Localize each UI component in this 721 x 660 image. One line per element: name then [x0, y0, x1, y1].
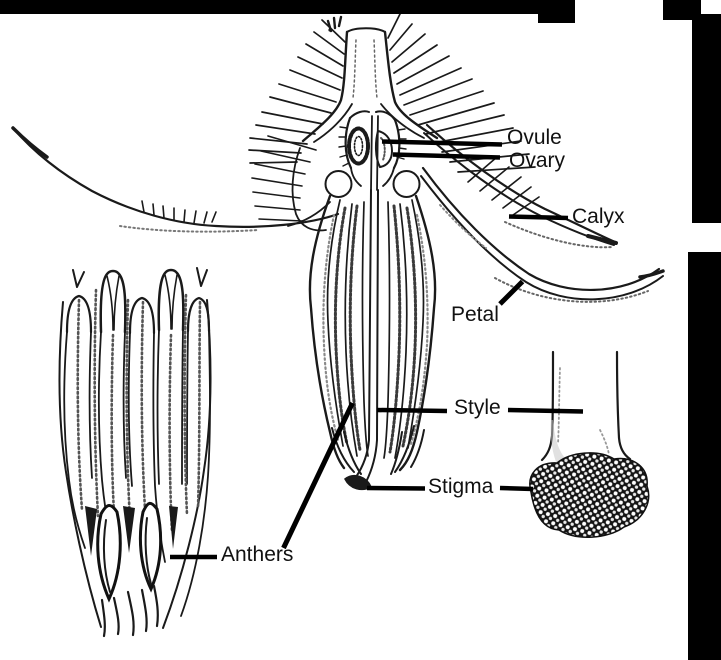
ovule-drawing — [347, 126, 370, 166]
flower-longitudinal-section-drawing — [248, 13, 536, 491]
scan-border-right-upper — [692, 14, 721, 223]
scan-border-right-lower — [688, 252, 721, 660]
calyx-label: Calyx — [572, 205, 625, 228]
anthers-label: Anthers — [221, 543, 294, 566]
petal-leader-line — [498, 279, 525, 306]
stigma-label: Stigma — [428, 475, 494, 498]
anthers-diagonal-leader-line — [281, 401, 355, 550]
anther-bundle-inset-drawing — [58, 267, 212, 638]
calyx-leader-line — [508, 214, 569, 221]
petal-hairs-left — [251, 135, 317, 222]
scan-border-top-right-block — [663, 0, 701, 20]
ovule-leader-line — [381, 139, 503, 147]
stigma-inset-drawing — [529, 350, 650, 538]
ovule-label: Ovule — [507, 126, 562, 149]
left-petal-curve-drawing — [11, 126, 340, 233]
style-leader-line-left — [376, 407, 448, 414]
style-label: Style — [454, 396, 501, 419]
stigma-leader-line-right — [499, 485, 534, 492]
style-leader-line-right — [507, 407, 584, 414]
ovary-leader-line — [392, 152, 501, 160]
scan-border-top-step — [538, 0, 575, 23]
leader-lines — [170, 139, 584, 560]
stem-hairs-left — [248, 19, 346, 164]
stigma-pollen-ball — [529, 452, 650, 538]
petal-label: Petal — [451, 303, 499, 326]
right-petal-curve-drawing — [420, 166, 665, 303]
stigma-leader-line-left — [366, 485, 426, 491]
ovary-label: Ovary — [509, 149, 566, 172]
scan-border-top — [0, 0, 575, 14]
